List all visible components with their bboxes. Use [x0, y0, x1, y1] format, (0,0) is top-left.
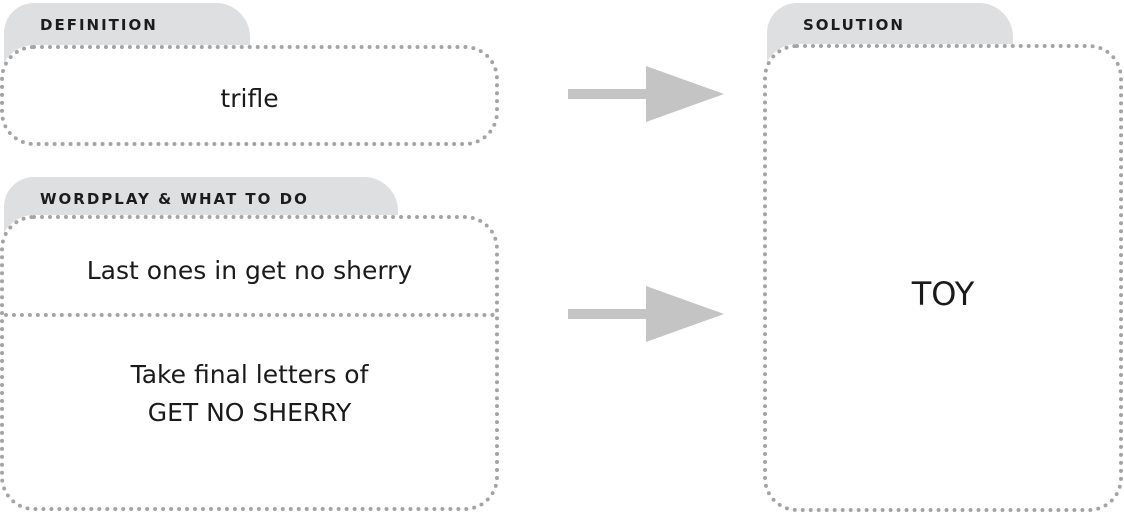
definition-box: trifle: [0, 45, 499, 146]
definition-tab-label: DEFINITION: [40, 16, 158, 34]
wordplay-tab-label: WORDPLAY & WHAT TO DO: [40, 190, 309, 208]
arrow-head: [646, 286, 724, 342]
arrow-shaft: [568, 309, 652, 319]
wordplay-instruction-line1: Take final letters of: [130, 360, 369, 389]
wordplay-divider: [4, 313, 495, 317]
solution-text: TOY: [911, 275, 975, 313]
arrow-head: [646, 66, 724, 122]
arrow-right-icon: [568, 66, 724, 122]
definition-text: trifle: [220, 84, 279, 113]
solution-box: TOY: [763, 44, 1123, 512]
wordplay-box: Last ones in get no sherry Take final le…: [0, 215, 499, 511]
arrow-right-icon: [568, 286, 724, 342]
solution-tab-label: SOLUTION: [803, 16, 905, 34]
wordplay-clue: Last ones in get no sherry: [86, 256, 413, 285]
wordplay-instruction-line2: GET NO SHERRY: [147, 398, 352, 427]
arrow-shaft: [568, 89, 652, 99]
